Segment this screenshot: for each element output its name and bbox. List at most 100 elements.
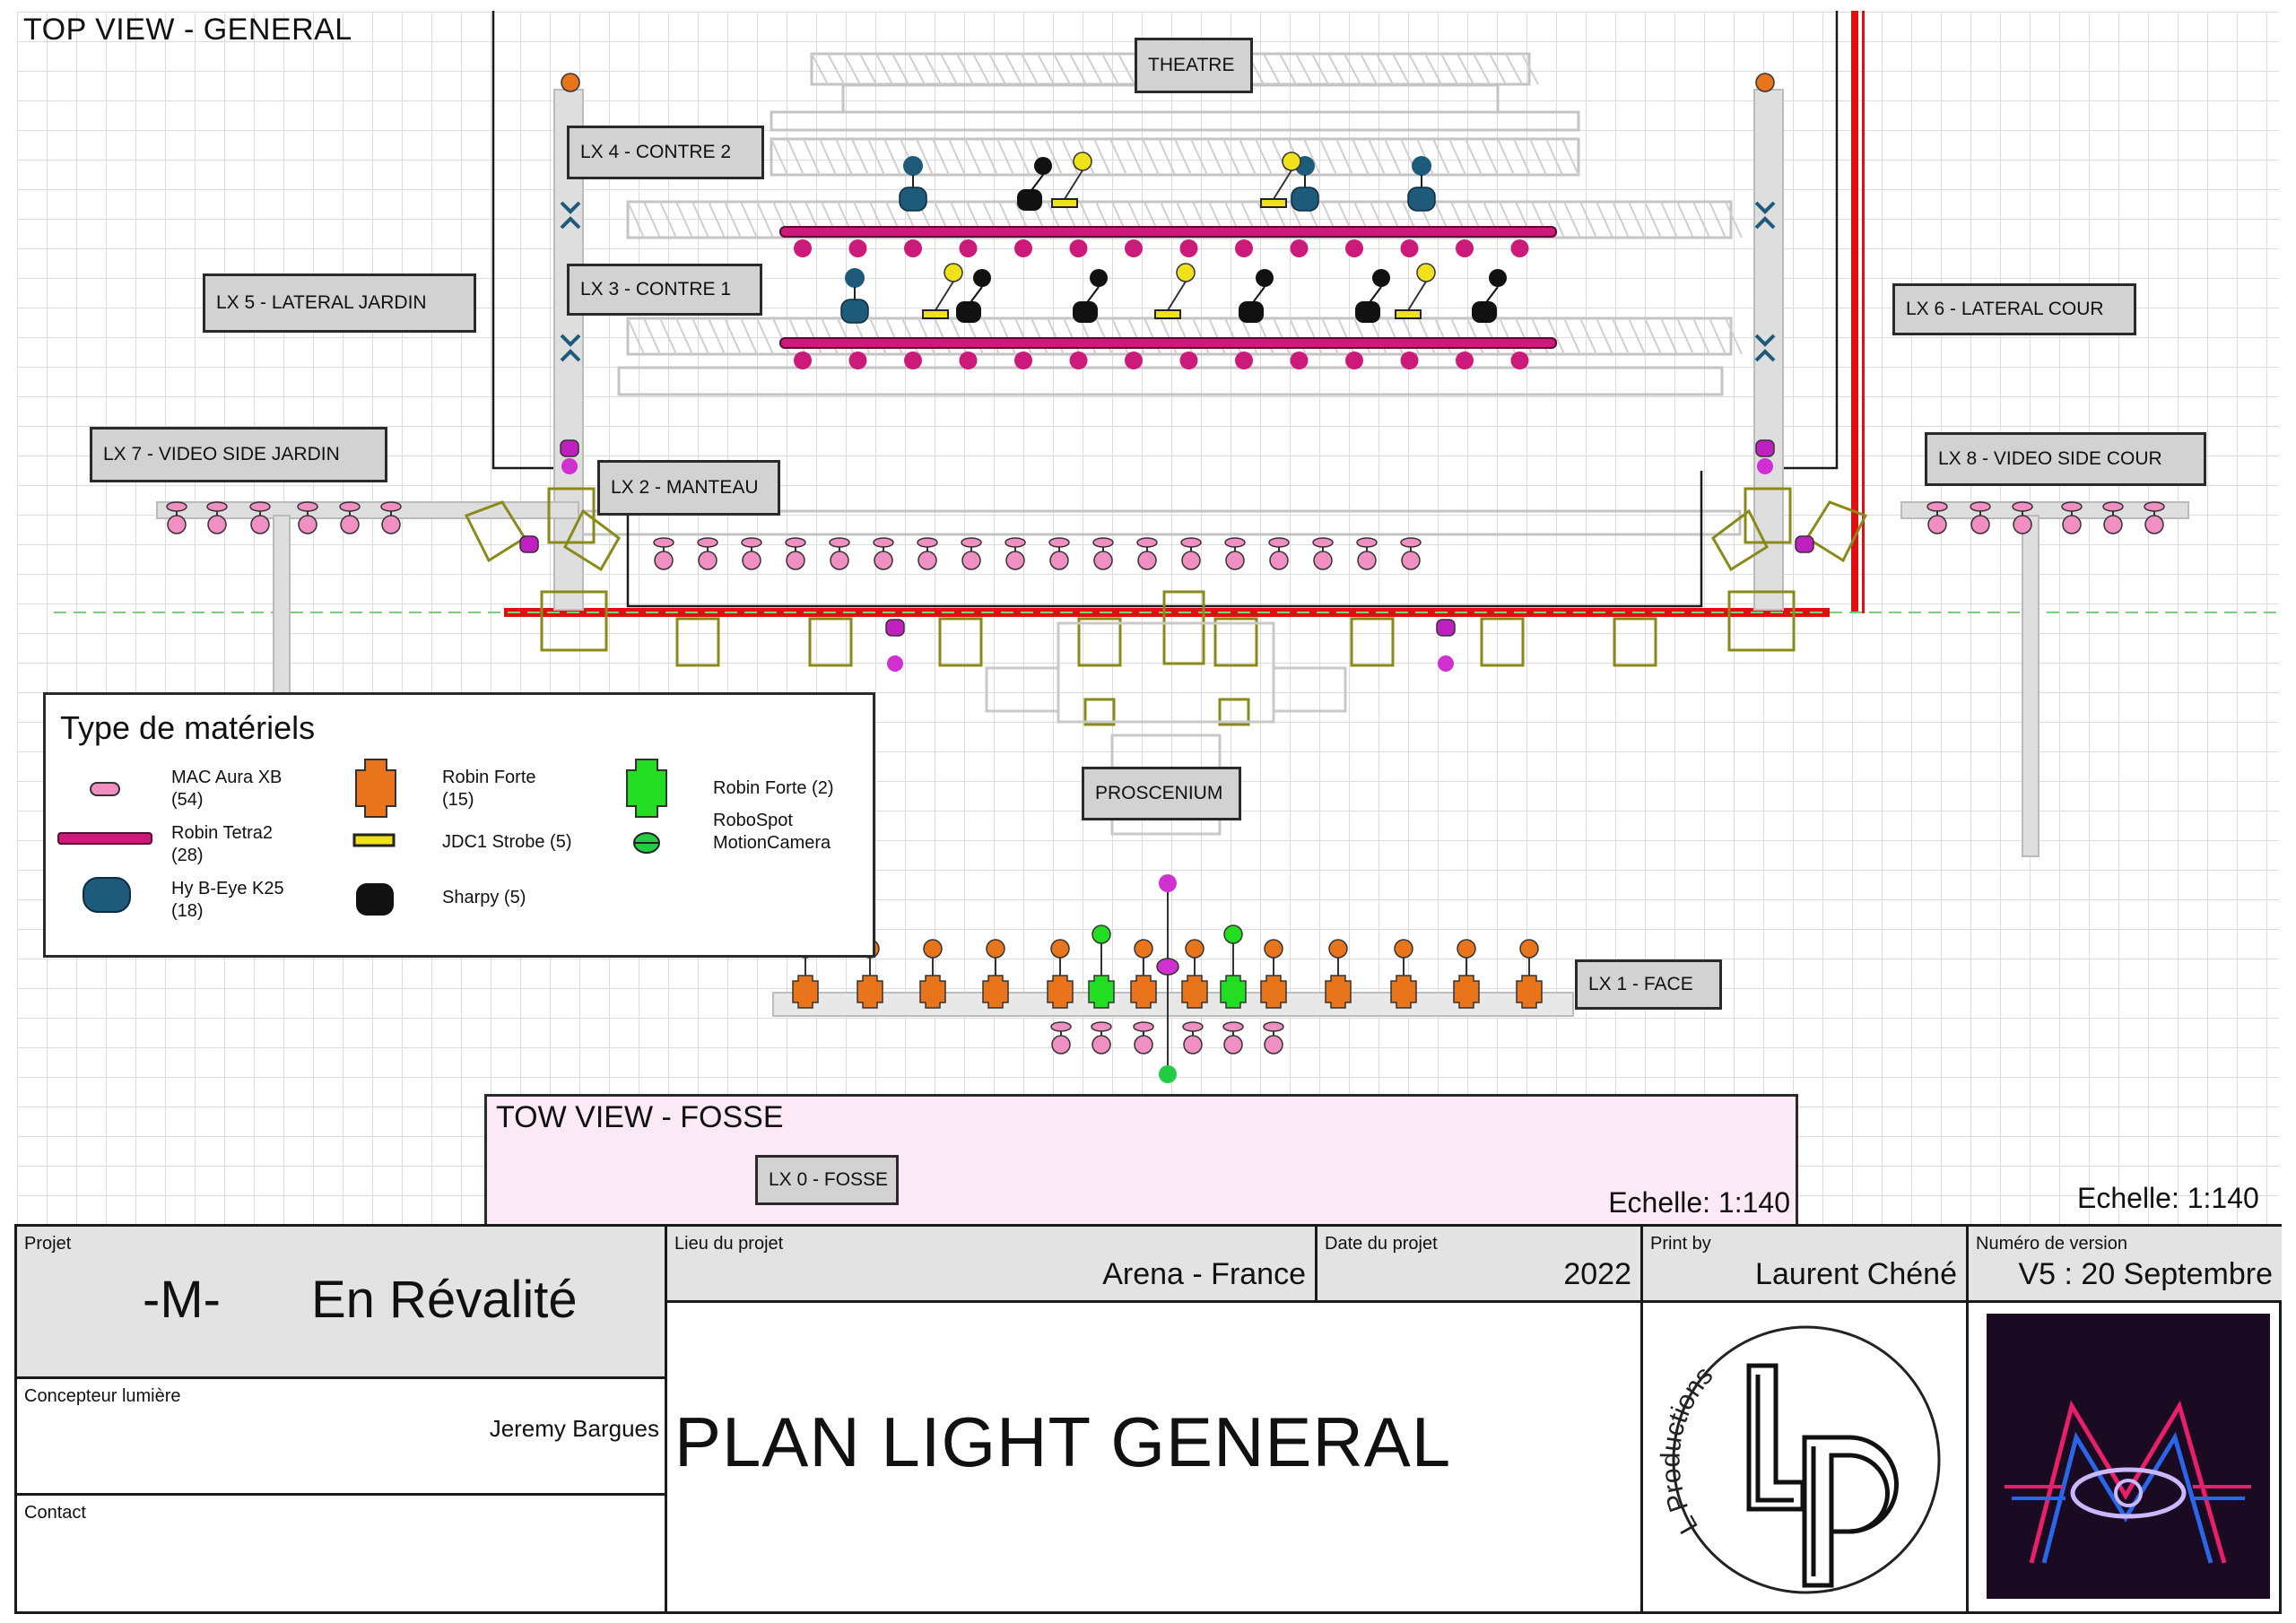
mac-aura-fixture bbox=[1926, 501, 1948, 512]
plan-title: PLAN LIGHT GENERAL bbox=[674, 1402, 1452, 1481]
concepteur-caption: Concepteur lumière bbox=[24, 1386, 181, 1406]
mac-aura-fixture bbox=[917, 537, 938, 548]
projet-cell: Projet -M- En Révalité bbox=[17, 1227, 667, 1379]
mac-aura-fixture bbox=[1927, 515, 1947, 534]
mac-aura-fixture bbox=[1401, 551, 1421, 570]
mac-aura-fixture bbox=[1224, 537, 1246, 548]
mac-aura-fixture bbox=[874, 551, 893, 570]
mac-aura-fixture bbox=[2013, 515, 2032, 534]
projet-caption: Projet bbox=[24, 1234, 72, 1254]
legend-label: JDC1 Strobe (5) bbox=[442, 832, 572, 852]
tetra2-icon bbox=[57, 832, 152, 845]
legend-label: Robin Forte (2) bbox=[713, 778, 834, 798]
mac-aura-fixture bbox=[654, 551, 674, 570]
beye-fixture bbox=[845, 268, 865, 288]
forte-fixture bbox=[1325, 975, 1352, 1009]
sharpy-fixture bbox=[1034, 157, 1052, 175]
tetra2-fixture bbox=[1014, 239, 1032, 257]
forte-fixture bbox=[792, 975, 819, 1009]
legend-label: MAC Aura XB bbox=[171, 768, 283, 787]
forte-fixture bbox=[1130, 975, 1157, 1009]
legend-tetra2: Robin Tetra2 (28) bbox=[171, 822, 273, 867]
mac-aura-fixture bbox=[339, 501, 361, 512]
mac-aura-fixture bbox=[2144, 501, 2165, 512]
mac-aura-fixture bbox=[1133, 1021, 1154, 1032]
mac-aura-fixture bbox=[1183, 1035, 1203, 1055]
mac-aura-fixture bbox=[1136, 537, 1158, 548]
magenta-fixture bbox=[560, 439, 579, 457]
label-lx0: LX 0 - FOSSE bbox=[755, 1155, 899, 1205]
show-name: En Révalité bbox=[311, 1271, 578, 1329]
date-cell: Date du projet 2022 bbox=[1318, 1227, 1643, 1303]
magenta-fixture bbox=[519, 535, 539, 553]
label-lx5: LX 5 - LATERAL JARDIN bbox=[203, 273, 476, 333]
tetra2-fixture bbox=[1400, 352, 1419, 369]
forte-fixture bbox=[982, 975, 1009, 1009]
tetra2-fixture bbox=[1179, 352, 1198, 369]
label-lx8: LX 8 - VIDEO SIDE COUR bbox=[1925, 432, 2206, 486]
tower-clamp bbox=[1754, 201, 1776, 230]
magenta-fixture bbox=[1438, 655, 1454, 672]
label-lx6: LX 6 - LATERAL COUR bbox=[1892, 283, 2136, 335]
forte-fixture bbox=[1755, 73, 1775, 92]
title-block: Projet -M- En Révalité Lieu du projet Ar… bbox=[14, 1224, 2282, 1614]
tetra2-fixture bbox=[1014, 352, 1032, 369]
mac-aura-fixture bbox=[167, 515, 187, 534]
mac-aura-fixture bbox=[1970, 501, 1991, 512]
mac-aura-fixture bbox=[250, 515, 270, 534]
magenta-fixture bbox=[1436, 619, 1456, 637]
mac-aura-fixture bbox=[207, 515, 227, 534]
label-lx7: LX 7 - VIDEO SIDE JARDIN bbox=[90, 427, 387, 482]
legend-count: (28) bbox=[171, 846, 204, 865]
equipment-legend: Type de matériels MAC Aura XB(54) Robin … bbox=[43, 692, 875, 958]
top-view-scale: Echelle: 1:140 bbox=[2077, 1182, 2259, 1214]
tower-clamp bbox=[1754, 334, 1776, 362]
magenta-fixture bbox=[885, 619, 905, 637]
mac-aura-fixture bbox=[1048, 537, 1070, 548]
beye-icon bbox=[83, 877, 131, 913]
tow-view-scale: Echelle: 1:140 bbox=[1608, 1186, 1790, 1219]
mac-aura-fixture bbox=[1093, 551, 1113, 570]
mac-aura-fixture bbox=[1222, 1021, 1244, 1032]
concepteur-value: Jeremy Bargues bbox=[489, 1415, 659, 1442]
forte2-fixture bbox=[1088, 975, 1115, 1009]
tetra2-fixture bbox=[848, 352, 867, 369]
tetra2-fixture bbox=[1069, 352, 1088, 369]
legend-label: Robin Tetra2 bbox=[171, 823, 274, 843]
mac-aura-fixture bbox=[1223, 1035, 1243, 1055]
top-view-title: TOP VIEW - GENERAL bbox=[23, 13, 352, 47]
legend-count: (54) bbox=[171, 790, 204, 810]
tetra2-fixture bbox=[1290, 352, 1309, 369]
strobe-fixture bbox=[1154, 309, 1181, 319]
magenta-fixture bbox=[561, 458, 578, 474]
version-caption: Numéro de version bbox=[1976, 1234, 2127, 1254]
print-value: Laurent Chéné bbox=[1755, 1257, 1957, 1291]
label-lx3: LX 3 - CONTRE 1 bbox=[567, 264, 762, 316]
mac-aura-fixture bbox=[918, 551, 937, 570]
strobe-icon bbox=[352, 833, 396, 847]
plan-title-cell: PLAN LIGHT GENERAL bbox=[667, 1303, 1643, 1614]
print-caption: Print by bbox=[1650, 1234, 1711, 1254]
robospot-fixture bbox=[1156, 958, 1179, 976]
mac-aura-fixture bbox=[1312, 537, 1334, 548]
beye-fixture bbox=[1412, 156, 1431, 176]
tower-clamp bbox=[560, 201, 581, 230]
mac-aura-icon bbox=[90, 782, 120, 796]
tetra2-fixture bbox=[904, 352, 922, 369]
legend-label: Sharpy (5) bbox=[442, 888, 526, 907]
mac-aura-fixture bbox=[2103, 515, 2123, 534]
robospot-icon bbox=[633, 832, 660, 854]
tetra2-fixture bbox=[1510, 352, 1529, 369]
legend-count: (18) bbox=[171, 901, 204, 921]
tetra2-fixture bbox=[1400, 239, 1419, 257]
tetra2-fixture bbox=[1179, 239, 1198, 257]
red-lines bbox=[54, 11, 2278, 617]
legend-count: (15) bbox=[442, 790, 474, 810]
version-cell: Numéro de version V5 : 20 Septembre bbox=[1969, 1227, 2282, 1303]
mac-aura-fixture bbox=[1005, 551, 1025, 570]
lieu-cell: Lieu du projet Arena - France bbox=[667, 1227, 1318, 1303]
forte-fixture bbox=[1181, 975, 1208, 1009]
mac-aura-fixture bbox=[961, 551, 981, 570]
mac-aura-fixture bbox=[1268, 537, 1290, 548]
tetra2-fixture bbox=[1125, 352, 1143, 369]
